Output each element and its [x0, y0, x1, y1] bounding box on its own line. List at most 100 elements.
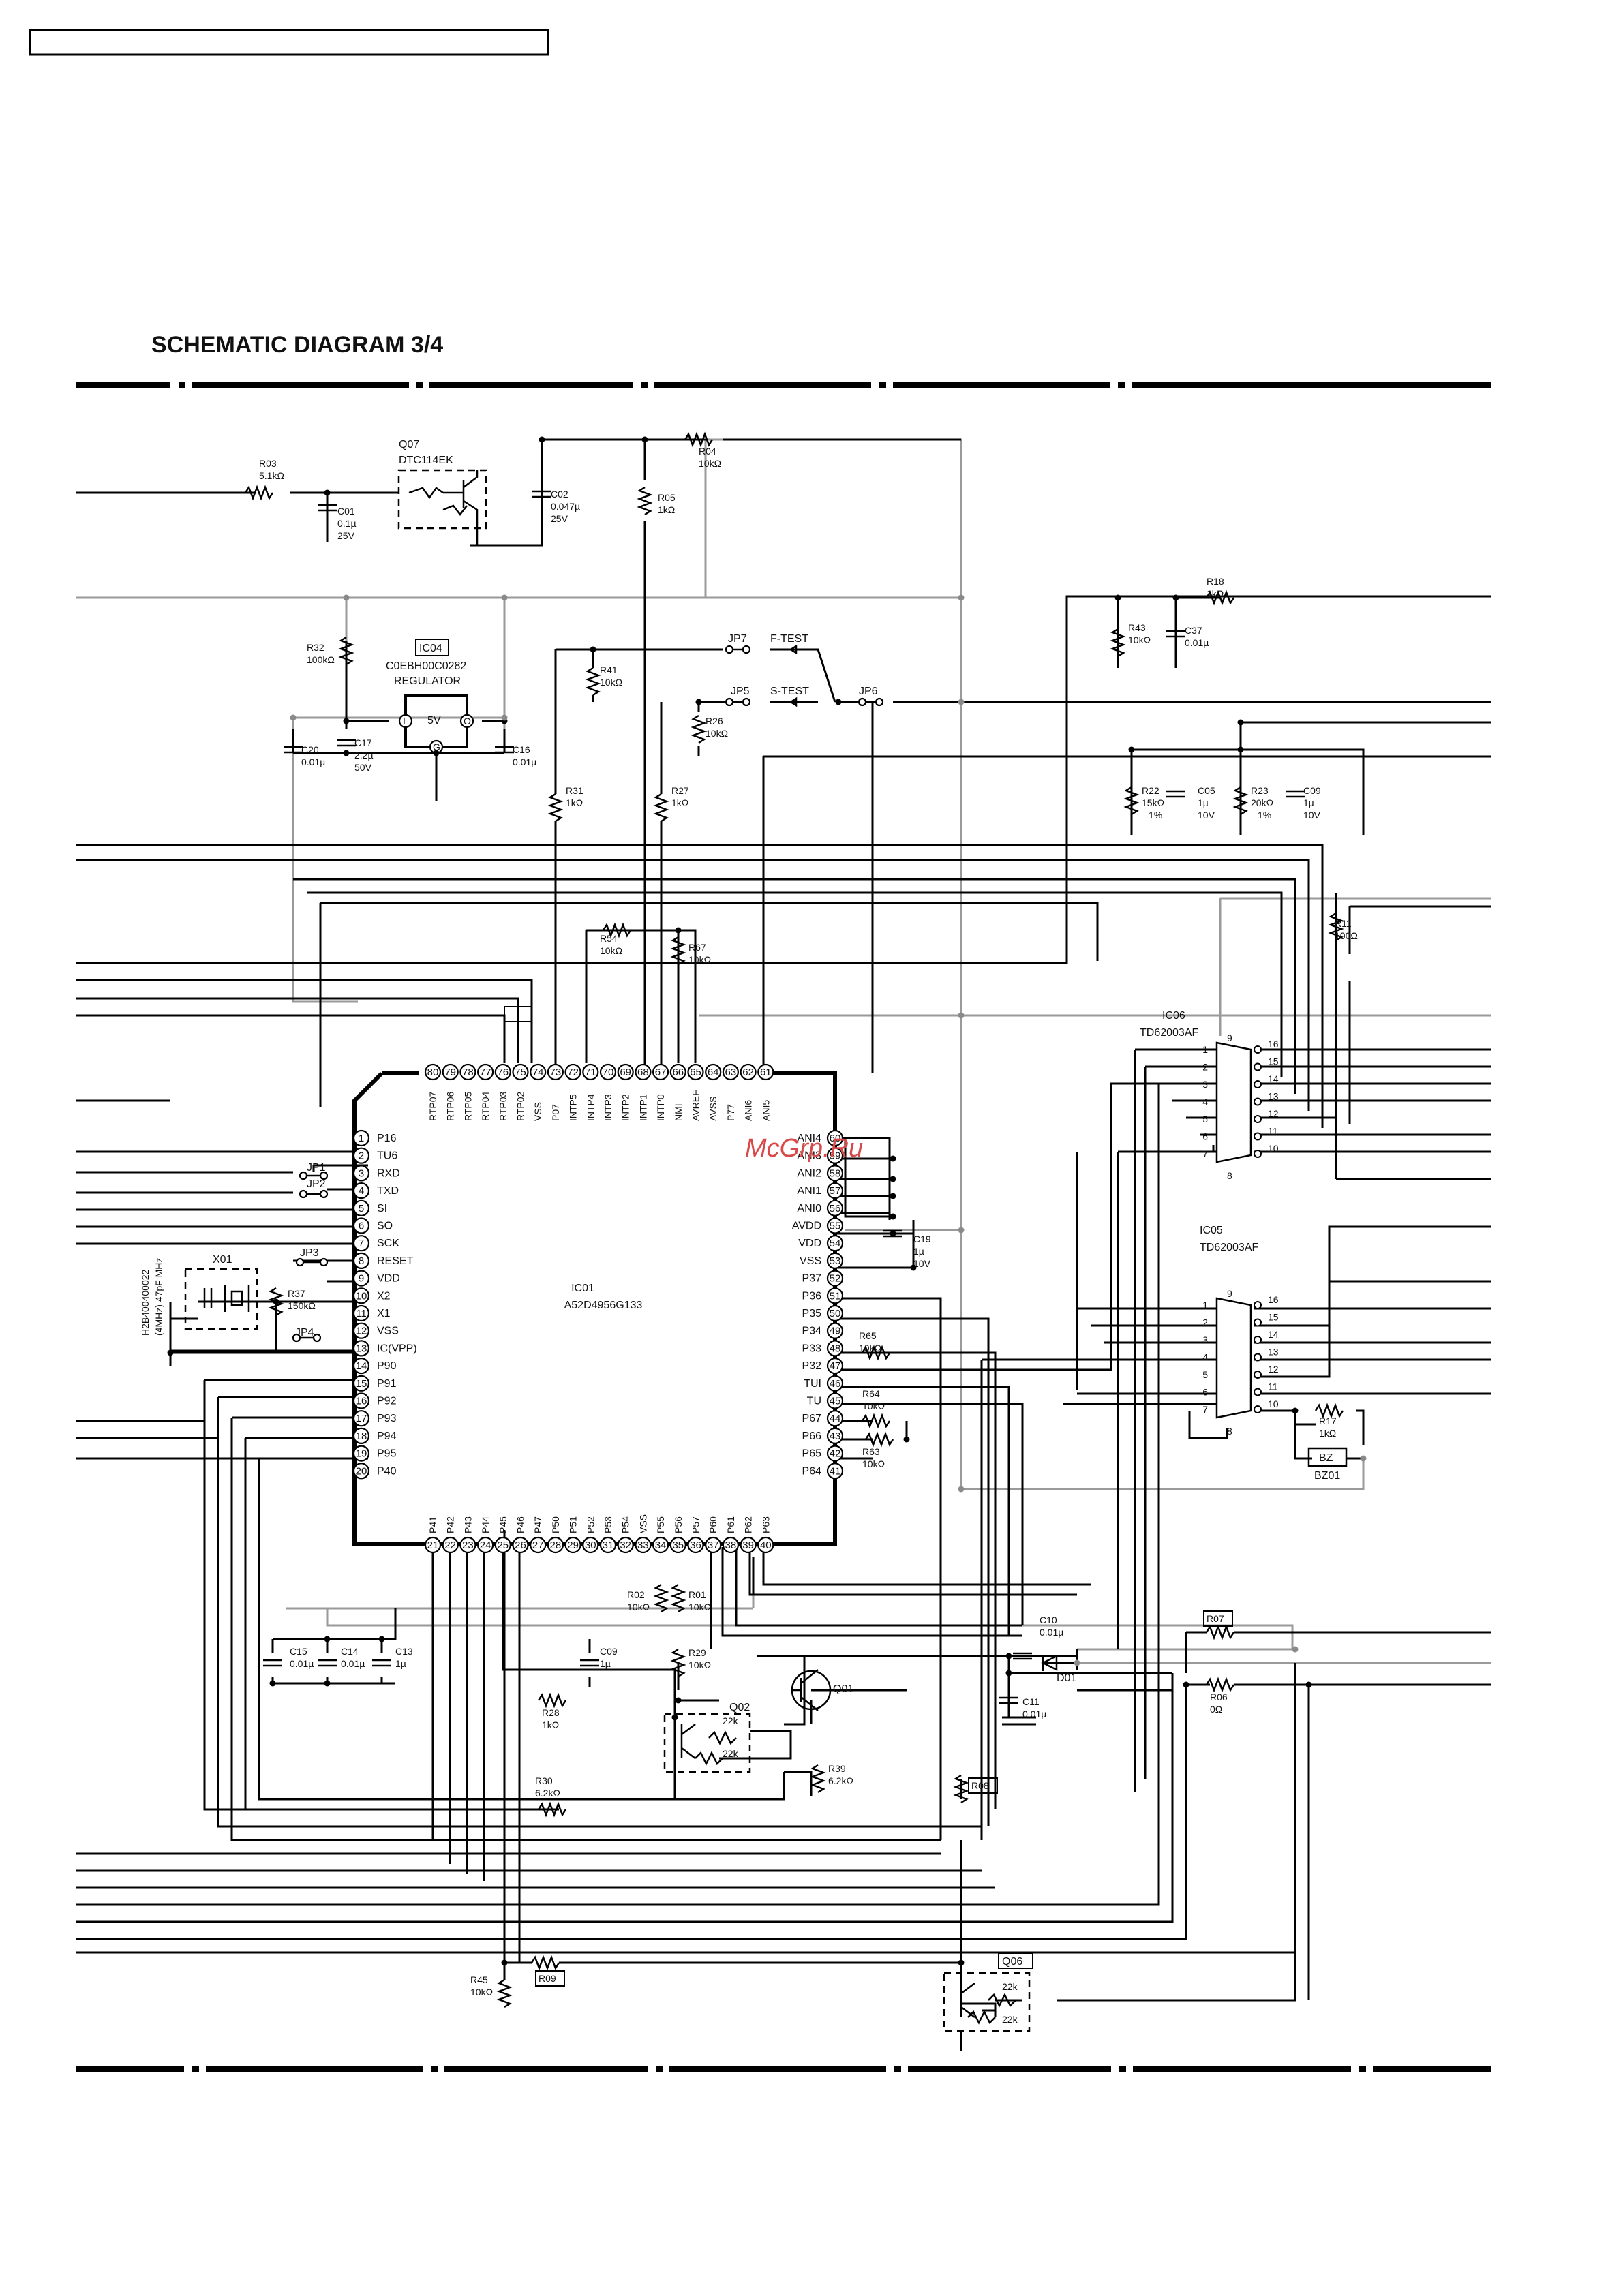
ic01-pin-name-44: P67 [802, 1413, 822, 1424]
r37-ref: R37 [288, 1288, 305, 1299]
r28-ref: R28 [542, 1707, 560, 1718]
ic04-pin-in-label: I [403, 716, 406, 726]
ic01-pin-name-10: X2 [377, 1290, 391, 1302]
r37-value: 150kΩ [288, 1300, 316, 1311]
r03-value: 5.1kΩ [259, 470, 284, 481]
r64-resistor [861, 1413, 891, 1429]
r64-ref: R64 [862, 1388, 880, 1399]
ic01-pin-23 [459, 1536, 476, 1554]
ic06-output-bubble-12 [1254, 1115, 1262, 1123]
ic01-pin-number-7: 7 [359, 1238, 364, 1249]
ic01-pin-56 [826, 1199, 844, 1216]
ic01-pin-47 [826, 1357, 844, 1375]
c09-value: 1µ [600, 1658, 611, 1669]
ic01-pin-number-50: 50 [830, 1308, 841, 1319]
ic06-body [1215, 1041, 1252, 1163]
ic04-pin-in [398, 714, 413, 729]
r28-value: 1kΩ [542, 1719, 559, 1730]
c20-value: 0.01µ [301, 756, 325, 767]
ic01-pin-53 [826, 1252, 844, 1270]
bz-box [1307, 1447, 1348, 1467]
ic01-pin-name-16: P92 [377, 1396, 397, 1407]
ic06-output-bubble-13 [1254, 1097, 1262, 1106]
ic04-pin-out-label: O [464, 716, 471, 726]
ic01-pin-10 [352, 1287, 370, 1304]
ic01-pin-number-67: 67 [655, 1067, 667, 1078]
ic06-pin-2: 2 [1202, 1062, 1208, 1073]
r31-ref: R31 [566, 785, 583, 796]
ic01-pin-number-22: 22 [444, 1540, 456, 1551]
c01-capacitor [318, 504, 337, 512]
ic06-output-bubble-10 [1254, 1150, 1262, 1158]
ic05-pin-12: 12 [1268, 1364, 1279, 1375]
ic01-pin-name-45: TU [807, 1396, 821, 1407]
r29-resistor [670, 1648, 686, 1678]
ic01-pin-number-59: 59 [830, 1150, 841, 1162]
ic01-pin-80 [424, 1063, 442, 1081]
r41-value: 10kΩ [600, 677, 622, 688]
r32-ref: R32 [307, 642, 324, 653]
ic01-pin-74 [530, 1063, 547, 1081]
c39-ref-box [504, 1006, 532, 1022]
r27-ref: R27 [671, 785, 689, 796]
r04-value: 10kΩ [699, 458, 721, 469]
r63-resistor [864, 1431, 894, 1448]
ic01-pin-2 [352, 1147, 370, 1164]
q01-transistor: Q01 [791, 1669, 853, 1711]
ic01-pin-name-7: SCK [377, 1238, 399, 1249]
r63-ref: R63 [862, 1446, 880, 1457]
ic05-pin-8: 8 [1227, 1426, 1232, 1437]
r04-resistor [684, 431, 714, 448]
ic01-pin-number-8: 8 [359, 1255, 364, 1267]
ic05-pin-6: 6 [1202, 1387, 1208, 1398]
c17-value: 2.2µ [354, 750, 374, 761]
ic01-pin-38 [722, 1536, 740, 1554]
ic01-pin-name-67: INTP0 [655, 1094, 666, 1121]
header-box [29, 29, 549, 56]
r07-resistor [1205, 1624, 1235, 1640]
ic05-pin-4: 4 [1202, 1352, 1208, 1363]
ic05-pin-5: 5 [1202, 1369, 1208, 1380]
ic01-pin-name-29: P51 [568, 1516, 579, 1533]
ic06-pin-9: 9 [1227, 1032, 1232, 1043]
ic01-pin-name-17: P93 [377, 1413, 397, 1424]
c01-value: 0.1µ [337, 518, 357, 529]
ic01-pin-number-19: 19 [356, 1448, 367, 1460]
jp7: JP7 [725, 633, 751, 654]
c09b-value: 1µ [1303, 797, 1314, 808]
ic05-pin-10: 10 [1268, 1398, 1279, 1409]
ic01-pin-69 [617, 1063, 634, 1081]
ic01-pin-number-6: 6 [359, 1221, 364, 1232]
ic01-pin-51 [826, 1287, 844, 1304]
ic01-pin-32 [617, 1536, 634, 1554]
ic01-pin-number-38: 38 [725, 1540, 737, 1551]
r06-value: 0Ω [1210, 1704, 1222, 1715]
ic01-pin-number-69: 69 [620, 1067, 631, 1078]
ic01-pin-3 [352, 1165, 370, 1182]
c16-value: 0.01µ [513, 756, 536, 767]
ic01-pin-73 [547, 1063, 564, 1081]
r11-ref: R11 [1335, 918, 1352, 929]
ic01-pin-name-18: P94 [377, 1430, 397, 1442]
ic01-pin-name-66: NMI [673, 1103, 684, 1121]
c17-ref: C17 [354, 737, 372, 748]
c10-ref: C10 [1040, 1614, 1057, 1625]
ic05-output-bubble-11 [1254, 1388, 1262, 1396]
ic01-pin-number-24: 24 [480, 1540, 491, 1551]
bz-label: BZ [1319, 1452, 1333, 1464]
ic01-pin-16 [352, 1392, 370, 1409]
ic01-pin-name-64: AVSS [708, 1097, 718, 1121]
r39-value: 6.2kΩ [828, 1775, 853, 1786]
ic04-ref-box [415, 639, 449, 656]
ic01-pin-name-54: VDD [798, 1238, 821, 1249]
ic01-pin-number-11: 11 [356, 1308, 367, 1319]
ic01-pin-name-1: P16 [377, 1133, 397, 1144]
page-title: SCHEMATIC DIAGRAM 3/4 [151, 332, 443, 358]
ic05-pin-11: 11 [1268, 1381, 1278, 1392]
c37-capacitor [1166, 630, 1185, 638]
ic01-pin-number-74: 74 [532, 1067, 544, 1078]
c13-value: 1µ [395, 1658, 406, 1669]
ic01-pin-name-32: P54 [620, 1516, 631, 1533]
